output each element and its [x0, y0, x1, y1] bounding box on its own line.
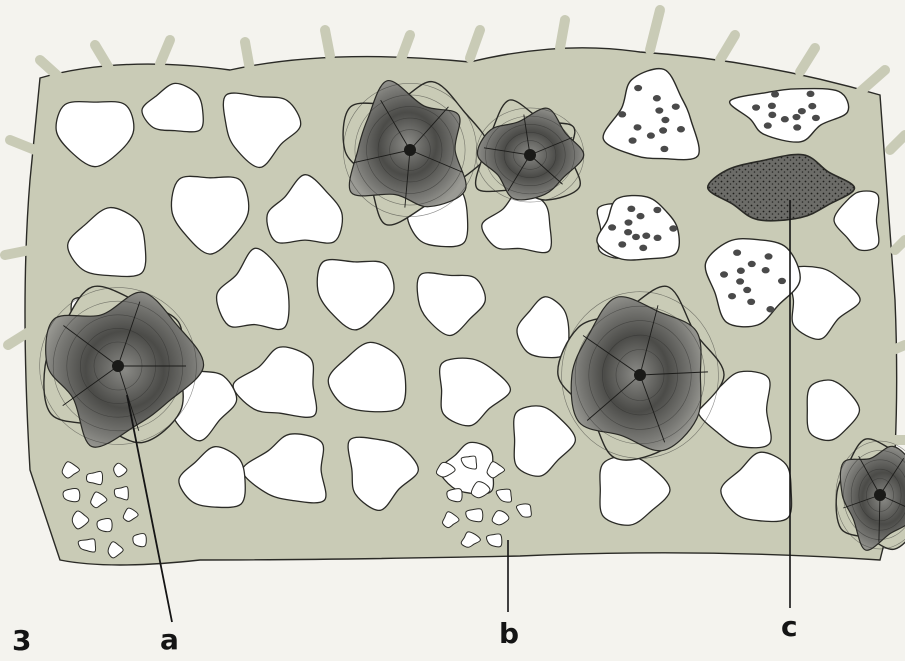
crystal-dot: [654, 235, 662, 241]
crystal-dot: [762, 267, 770, 273]
crystal-dot: [808, 103, 816, 109]
small-cell: [86, 471, 102, 484]
crystal-dot: [659, 127, 667, 133]
wall-stub: [325, 30, 330, 56]
crystal-dot: [766, 306, 774, 312]
crystal-dot: [764, 122, 772, 128]
wall-stub: [10, 140, 35, 150]
crystal-dot: [768, 112, 776, 118]
crystal-dot: [812, 115, 820, 121]
wall-stub: [860, 70, 885, 92]
crystal-dot: [627, 206, 635, 212]
crystal-dot: [655, 107, 663, 113]
crystal-dot: [642, 233, 650, 239]
wall-stub: [890, 135, 905, 150]
label-b: b: [499, 620, 519, 648]
small-cell: [447, 489, 462, 502]
wall-stub: [800, 48, 815, 72]
crystal-dot: [771, 91, 779, 97]
wall-stub: [470, 30, 480, 58]
figure-number: 3: [12, 627, 31, 655]
wall-stub: [650, 10, 660, 50]
wall-stub: [245, 42, 250, 70]
crystal-dot: [781, 116, 789, 122]
wall-stub: [893, 345, 905, 350]
crystal-dot: [793, 124, 801, 130]
crystal-dot: [647, 132, 655, 138]
crystal-dot: [720, 271, 728, 277]
crystal-dot: [624, 219, 632, 225]
label-c: c: [781, 613, 798, 641]
crystal-dot: [743, 287, 751, 293]
crystal-dot: [672, 103, 680, 109]
wall-stub: [895, 240, 905, 250]
crystal-dot: [807, 91, 815, 97]
small-cell: [97, 519, 112, 532]
crystal-dot: [634, 124, 642, 130]
crystal-dot: [618, 111, 626, 117]
crystal-dot: [639, 245, 647, 251]
crystal-dot: [752, 104, 760, 110]
crystal-dot: [737, 268, 745, 274]
crystal-dot: [747, 299, 755, 305]
crystal-dot: [733, 249, 741, 255]
wall-stub: [5, 250, 30, 255]
crystal-dot: [661, 117, 669, 123]
crystal-dot: [618, 241, 626, 247]
grain-hilum: [524, 149, 536, 161]
crystal-dot: [748, 261, 756, 267]
grain-hilum: [634, 369, 646, 381]
crystal-dot: [765, 253, 773, 259]
label-a: a: [160, 626, 179, 654]
grain-hilum: [112, 360, 124, 372]
crystal-dot: [637, 213, 645, 219]
crystal-dot: [778, 278, 786, 284]
crystal-dot: [792, 114, 800, 120]
crystal-dot: [653, 95, 661, 101]
small-cell: [133, 534, 146, 547]
crystal-dot: [736, 278, 744, 284]
wall-stub: [40, 60, 60, 78]
crystal-dot: [768, 103, 776, 109]
crystal-dot: [624, 229, 632, 235]
crystal-dot: [660, 146, 668, 152]
crystal-dot: [632, 234, 640, 240]
grain-hilum: [874, 489, 886, 501]
wall-stub: [560, 20, 565, 48]
crystal-dot: [677, 126, 685, 132]
crystal-dot: [634, 85, 642, 91]
crystal-dot: [608, 224, 616, 230]
wall-stub: [720, 35, 735, 60]
crystal-dot: [798, 108, 806, 114]
grain-hilum: [404, 144, 416, 156]
crystal-dot: [629, 137, 637, 143]
crystal-dot: [728, 293, 736, 299]
crystal-dot: [669, 225, 677, 231]
small-cell: [63, 489, 80, 502]
crystal-dot: [653, 207, 661, 213]
wall-stub: [160, 40, 170, 64]
